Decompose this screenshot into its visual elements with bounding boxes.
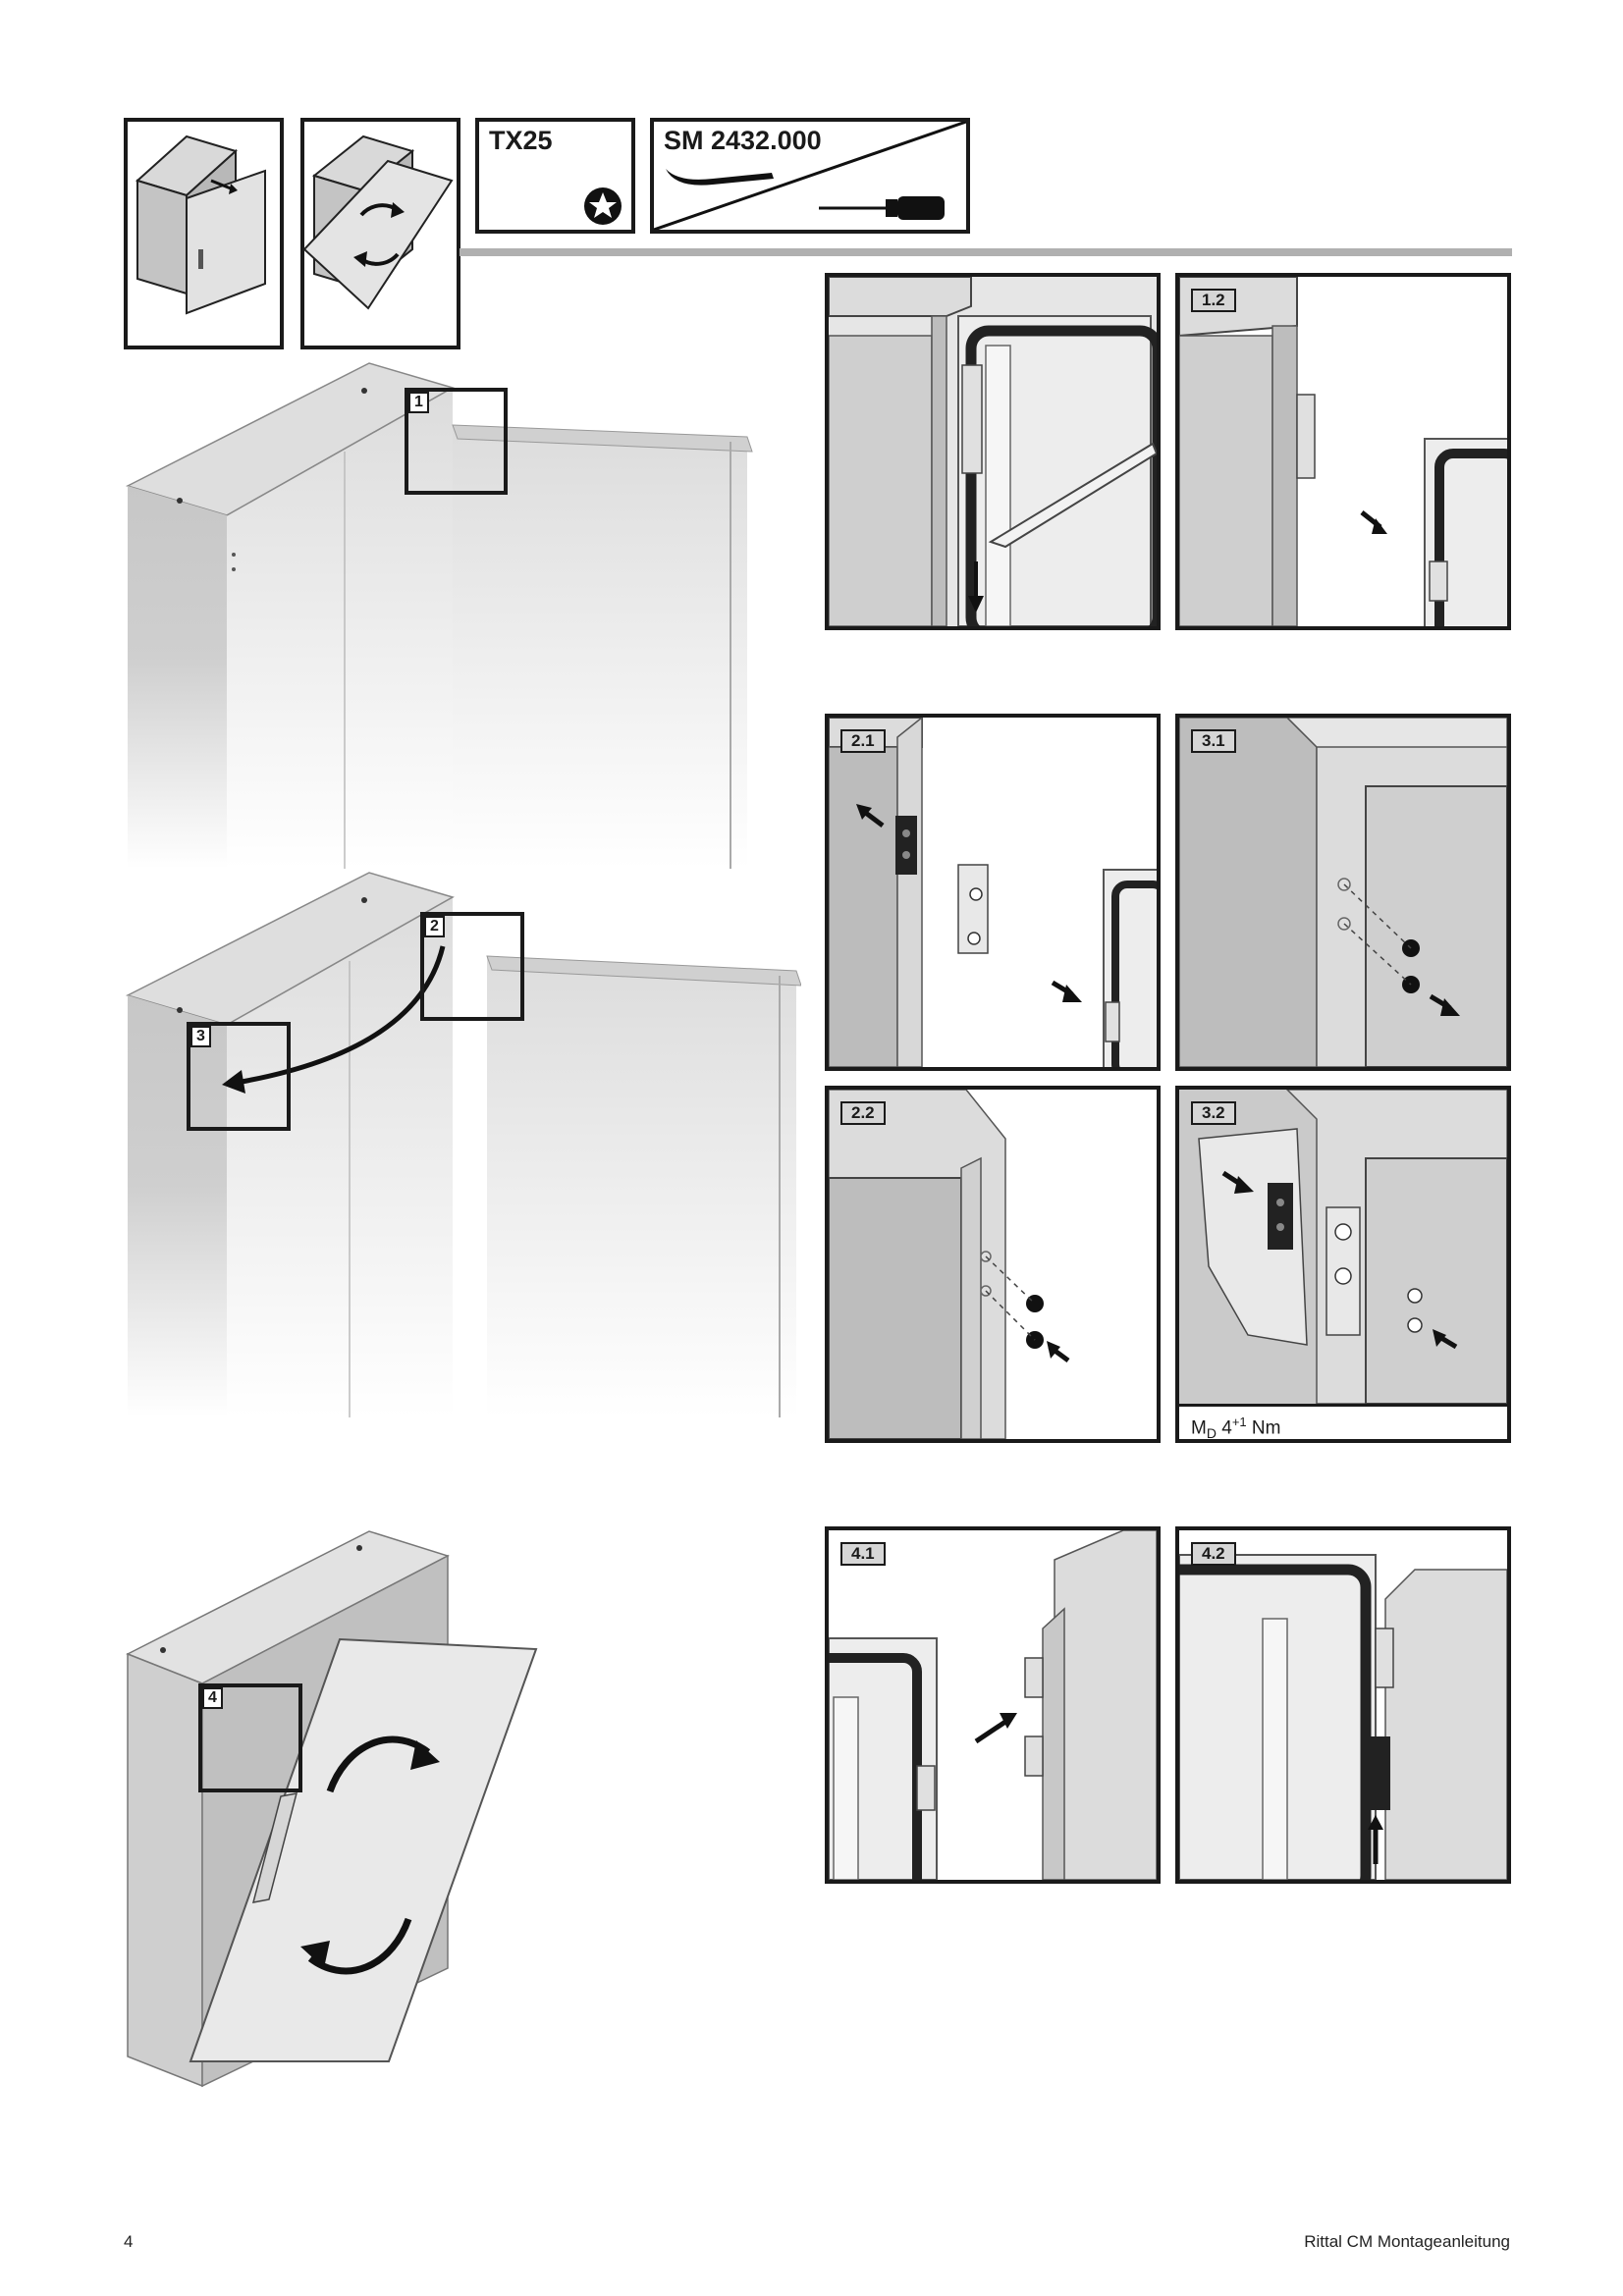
arrow-head-icon bbox=[222, 1070, 245, 1094]
down-arrow-icon bbox=[968, 596, 984, 613]
step-4-1-panel: 4.1 bbox=[825, 1526, 1161, 1884]
step-1-2-label: 1.2 bbox=[1191, 289, 1236, 312]
overview-callout-1: 1 bbox=[405, 388, 508, 495]
tool-tx25-label: TX25 bbox=[489, 126, 553, 155]
torque-value: 4 bbox=[1216, 1417, 1232, 1439]
tool-tx25-box: TX25 bbox=[475, 118, 635, 234]
torque-symbol: M bbox=[1191, 1417, 1207, 1439]
screwdriver-handle-icon bbox=[897, 196, 945, 220]
page-number: 4 bbox=[124, 2232, 134, 2251]
screwdriver-collar-icon bbox=[886, 199, 897, 217]
arrow-icon bbox=[1433, 1329, 1446, 1347]
overview-callout-3: 3 bbox=[187, 1022, 291, 1131]
torque-subscript: D bbox=[1206, 1425, 1217, 1442]
arrow-icon bbox=[1062, 985, 1082, 1002]
step-1-2-panel: 1.2 bbox=[1175, 273, 1511, 630]
overview-figure-4: 4 bbox=[124, 1526, 566, 2096]
step-3-1-label: 3.1 bbox=[1191, 729, 1236, 753]
door-rotate-icon bbox=[304, 134, 454, 310]
cabinet-open-door-icon bbox=[135, 134, 266, 315]
document-title: Rittal CM Montageanleitung bbox=[1304, 2232, 1510, 2251]
door-removal-icon-box bbox=[124, 118, 284, 349]
step-4-2-label: 4.2 bbox=[1191, 1542, 1236, 1566]
hinge-plate bbox=[1268, 1183, 1293, 1250]
torque-unit: Nm bbox=[1246, 1417, 1281, 1439]
arrow-icon bbox=[1372, 518, 1387, 534]
step-3-2-label: 3.2 bbox=[1191, 1101, 1236, 1125]
step-2-2-panel: 2.2 bbox=[825, 1086, 1161, 1443]
step-2-1-panel: 2.1 bbox=[825, 714, 1161, 1071]
overview-callout-1-label: 1 bbox=[408, 392, 429, 413]
step-2-1-label: 2.1 bbox=[840, 729, 886, 753]
torque-tolerance: +1 bbox=[1231, 1415, 1247, 1429]
overview-figure-2: 2 3 bbox=[124, 868, 801, 1417]
step-1-1-panel bbox=[825, 273, 1161, 630]
overview-figure-1: 1 bbox=[124, 358, 801, 869]
move-hinge-arrow bbox=[241, 945, 446, 1085]
arrow-icon bbox=[1000, 1713, 1017, 1729]
step-2-2-label: 2.2 bbox=[840, 1101, 886, 1125]
step-4-2-panel: 4.2 bbox=[1175, 1526, 1511, 1884]
torx-star-icon bbox=[584, 187, 622, 225]
overview-callout-2: 2 bbox=[420, 912, 524, 1021]
overview-callout-4-label: 4 bbox=[202, 1687, 223, 1709]
tool-sm-box: SM 2432.000 bbox=[650, 118, 970, 234]
header-divider-rule bbox=[460, 248, 1512, 256]
arrow-icon bbox=[1047, 1341, 1060, 1359]
arrow-icon bbox=[1234, 1176, 1254, 1194]
hinge-plate bbox=[895, 816, 917, 875]
arrow-icon bbox=[856, 804, 872, 820]
step-4-1-label: 4.1 bbox=[840, 1542, 886, 1566]
arrow-icon bbox=[1440, 998, 1460, 1016]
pry-tool bbox=[988, 442, 1157, 549]
overview-callout-3-label: 3 bbox=[190, 1026, 211, 1047]
overview-callout-2-label: 2 bbox=[424, 916, 445, 937]
tools-drawing bbox=[654, 122, 966, 230]
step-3-1-panel: 3.1 bbox=[1175, 714, 1511, 1071]
up-arrow-icon bbox=[1368, 1815, 1383, 1830]
torque-spec: MD 4+1 Nm bbox=[1179, 1404, 1507, 1439]
pry-tool-icon bbox=[666, 169, 774, 186]
overview-callout-4: 4 bbox=[198, 1683, 302, 1792]
tool-sm-label: SM 2432.000 bbox=[664, 126, 822, 155]
rotate-arrow-top bbox=[326, 1735, 431, 1793]
step-3-2-panel: MD 4+1 Nm 3.2 bbox=[1175, 1086, 1511, 1443]
door-rotate-icon-box bbox=[300, 118, 460, 349]
